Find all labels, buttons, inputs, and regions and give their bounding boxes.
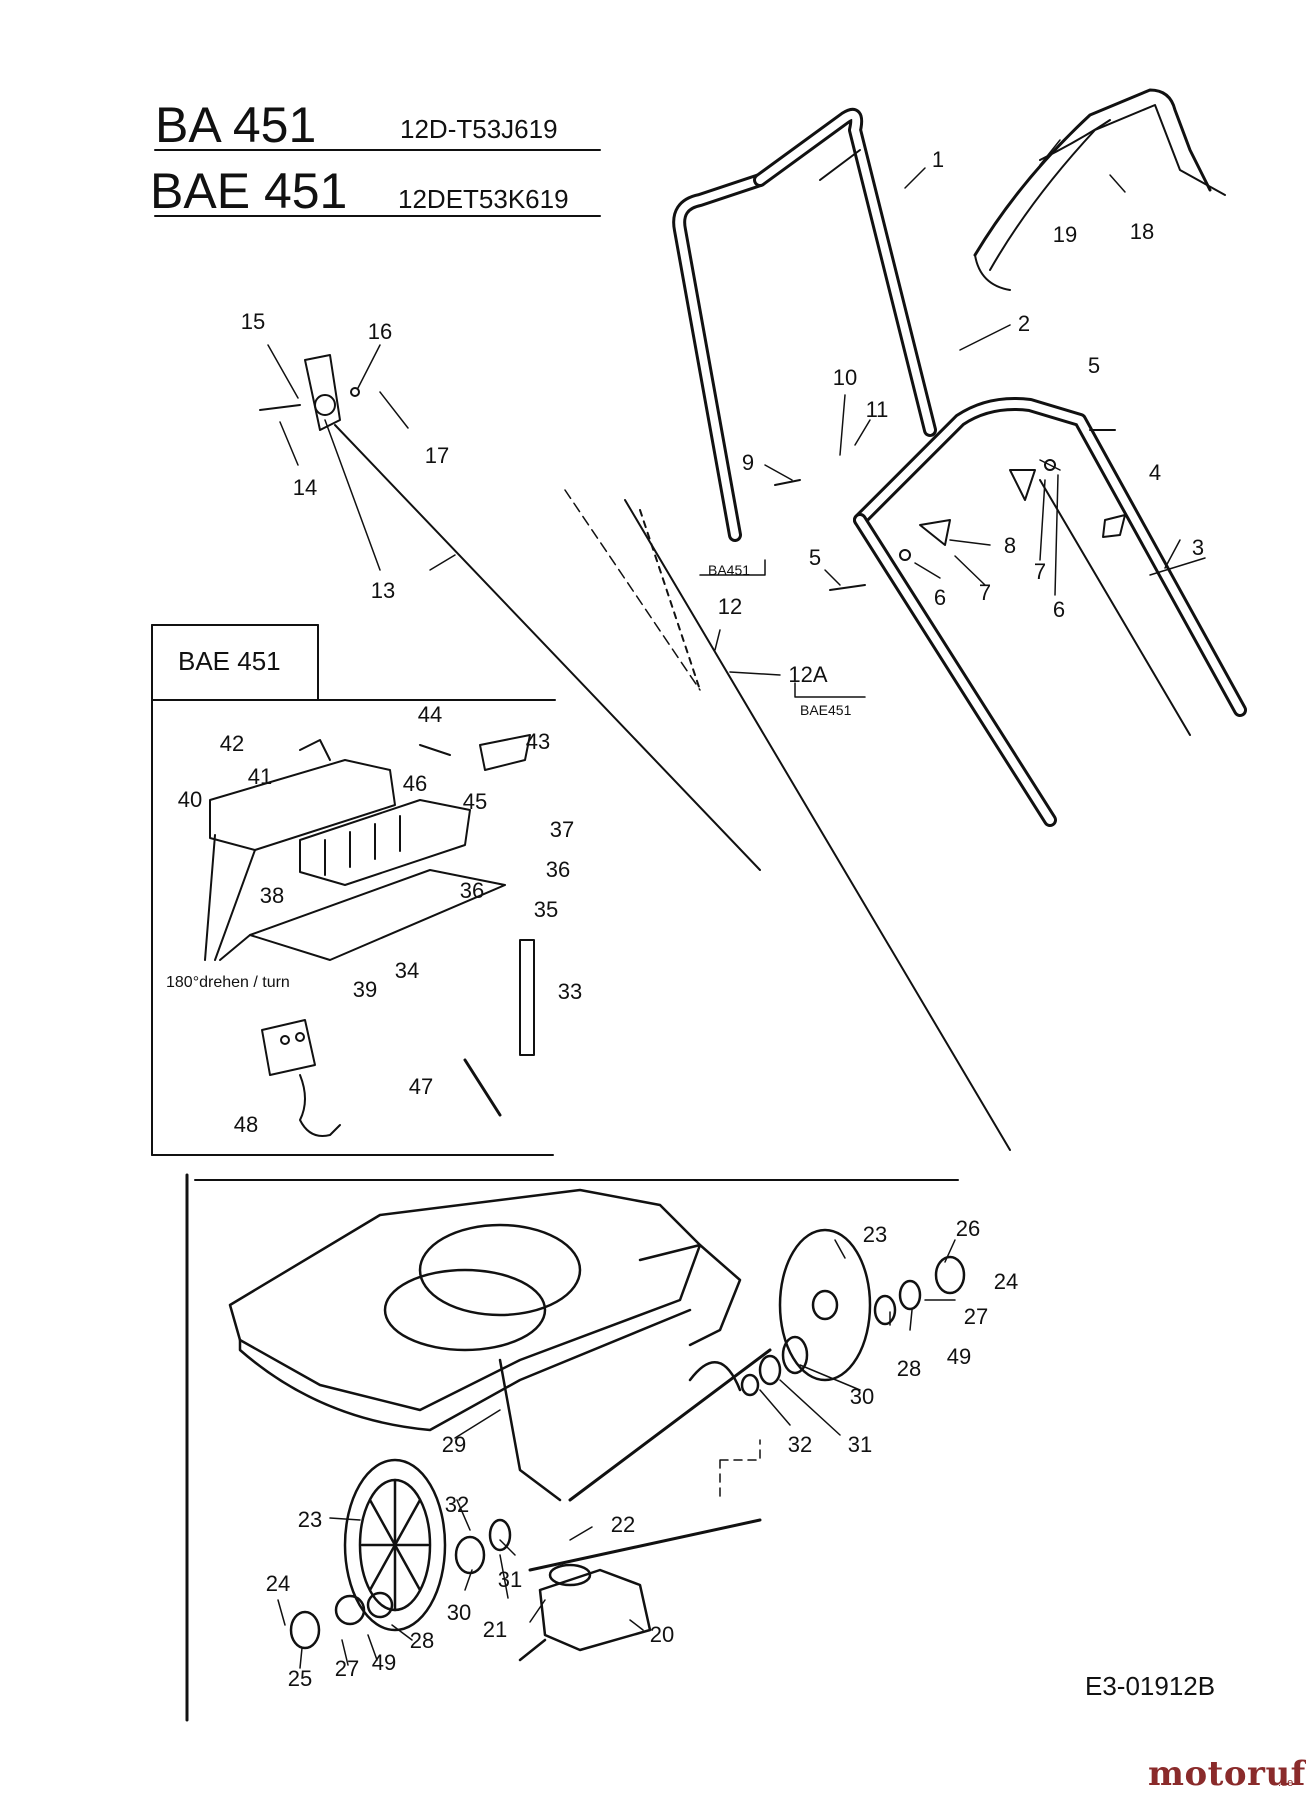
part-label: 49 (371, 1650, 397, 1675)
leader-lines-top (267, 139, 1206, 676)
part-label: 32 (787, 1432, 813, 1457)
spring-33 (519, 939, 535, 1056)
variant-tag-ba451: BA451 (708, 562, 751, 578)
part-label: 12 (717, 594, 743, 619)
rotate-note: 180°drehen / turn (166, 974, 290, 991)
part-label: 37 (549, 817, 575, 842)
handle-fasteners (774, 429, 1126, 591)
part-label: 36 (545, 857, 571, 882)
part-label: 29 (441, 1432, 467, 1457)
part-label: 4 (1148, 460, 1162, 485)
part-label: 24 (265, 1571, 291, 1596)
battery-assembly (204, 734, 535, 1137)
cable-12 (624, 499, 1011, 1151)
part-label: 17 (424, 443, 450, 468)
part-label: 15 (240, 309, 266, 334)
drawing-id: E3-01912B (1085, 1671, 1216, 1701)
upper-handle (672, 108, 937, 542)
part-label: 27 (963, 1304, 989, 1329)
part-label: 6 (1052, 597, 1066, 622)
part-label: 9 (741, 450, 755, 475)
lower-handle (853, 397, 1247, 827)
part-label: 2 (1017, 311, 1031, 336)
gearbox (518, 1563, 652, 1662)
brand-logo-suffix: .de (1278, 1777, 1294, 1789)
part-label: 7 (1033, 559, 1047, 584)
part-label: 16 (367, 319, 393, 344)
part-label: 3 (1191, 535, 1205, 560)
part-label: 46 (402, 771, 428, 796)
part-label: 7 (978, 580, 992, 605)
model-code-1: 12D-T53J619 (400, 114, 558, 144)
part-label: 32 (444, 1492, 470, 1517)
part-label: 21 (482, 1617, 508, 1642)
model-title-2: BAE 451 (150, 163, 348, 219)
brake-bail (973, 88, 1226, 291)
part-label: 48 (233, 1112, 259, 1137)
part-label: 20 (649, 1622, 675, 1647)
variant-tag-ba451-bracket (699, 559, 766, 576)
brand-logo: motoruf (1148, 1754, 1306, 1794)
part-label: 30 (446, 1600, 472, 1625)
part-label: 39 (352, 977, 378, 1002)
part-label: 18 (1129, 219, 1155, 244)
inset-title: BAE 451 (178, 646, 281, 676)
cable-13 (334, 424, 761, 871)
part-label: 10 (832, 365, 858, 390)
part-label: 1 (931, 147, 945, 172)
part-label: 31 (497, 1567, 523, 1592)
part-label: 43 (525, 729, 551, 754)
part-label: 8 (1003, 533, 1017, 558)
part-label: 27 (334, 1656, 360, 1681)
part-label: 23 (297, 1507, 323, 1532)
part-label: 28 (409, 1628, 435, 1653)
part-label: 38 (259, 883, 285, 908)
part-label: 31 (847, 1432, 873, 1457)
mower-deck (228, 1188, 772, 1572)
part-label: 44 (417, 702, 443, 727)
part-label: 24 (993, 1269, 1019, 1294)
right-wheel (719, 1228, 966, 1501)
part-label: 6 (933, 585, 947, 610)
leader-lines-bottom (277, 1239, 956, 1669)
part-label: 49 (946, 1344, 972, 1369)
part-label: 13 (370, 578, 396, 603)
part-label: 26 (955, 1216, 981, 1241)
part-label: 19 (1052, 222, 1078, 247)
part-label: 45 (462, 789, 488, 814)
part-label: 33 (557, 979, 583, 1004)
left-wheel (289, 1458, 512, 1650)
cable-12a (639, 509, 701, 691)
bae451-inset-frame (151, 624, 556, 1156)
variant-tag-bae451: BAE451 (800, 702, 852, 718)
part-label: 40 (177, 787, 203, 812)
part-label: 35 (533, 897, 559, 922)
part-label: 30 (849, 1384, 875, 1409)
part-label: 25 (287, 1666, 313, 1691)
part-label: 42 (219, 731, 245, 756)
variant-tag-bae451-bracket (794, 682, 866, 698)
part-label: 34 (394, 958, 420, 983)
part-label: 28 (896, 1356, 922, 1381)
part-label: 23 (862, 1222, 888, 1247)
part-label: 41 (247, 764, 273, 789)
part-label: 47 (408, 1074, 434, 1099)
part-label: 5 (1087, 353, 1101, 378)
part-label: 22 (610, 1512, 636, 1537)
throttle-lever (259, 354, 360, 431)
model-title-1: BA 451 (155, 97, 317, 153)
part-label: 14 (292, 475, 318, 500)
part-label: 36 (459, 878, 485, 903)
part-label: 11 (865, 397, 889, 422)
part-label: 5 (808, 545, 822, 570)
part-label: 12A (788, 662, 828, 687)
model-code-2: 12DET53K619 (398, 184, 569, 214)
